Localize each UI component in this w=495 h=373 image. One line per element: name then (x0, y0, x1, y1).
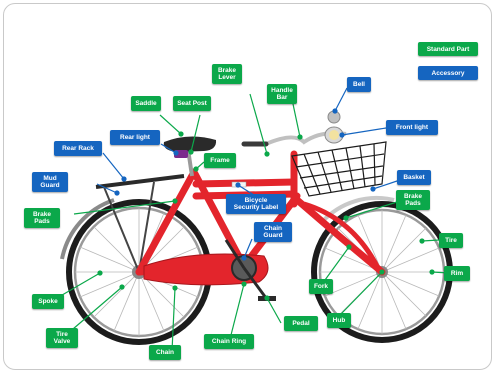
label-fork: Fork (309, 279, 333, 294)
rear-rack (96, 176, 184, 272)
label-front-light: Front light (386, 120, 438, 135)
legend-accessory: Accessory (418, 66, 478, 80)
diagram-frame: Standard Part Accessory Brake Lever Hand… (3, 3, 492, 370)
label-spoke: Spoke (32, 294, 64, 309)
label-mud-guard: Mud Guard (32, 172, 68, 192)
label-chain-guard: Chain Guard (254, 222, 292, 242)
label-tire-valve: Tire Valve (46, 328, 78, 348)
label-handle-bar: Handle Bar (267, 84, 297, 104)
label-brake-pads-rear: Brake Pads (24, 208, 60, 228)
label-chain: Chain (149, 345, 181, 360)
legend-standard-part: Standard Part (418, 42, 478, 56)
label-bell: Bell (347, 77, 371, 92)
label-brake-lever: Brake Lever (212, 64, 242, 84)
label-rear-light: Rear light (110, 130, 160, 145)
label-rear-rack: Rear Rack (54, 141, 102, 156)
label-bicycle-security-label: Bicycle Security Label (226, 194, 286, 214)
label-chain-ring: Chain Ring (204, 334, 254, 349)
label-hub: Hub (327, 313, 351, 328)
bicycle-illustration (4, 4, 491, 369)
label-seat-post: Seat Post (173, 96, 211, 111)
label-rim: Rim (444, 266, 470, 281)
label-saddle: Saddle (131, 96, 161, 111)
label-basket: Basket (397, 170, 431, 185)
label-tire: Tire (439, 233, 463, 248)
label-pedal: Pedal (284, 316, 318, 331)
label-brake-pads-front: Brake Pads (396, 190, 430, 210)
label-frame: Frame (204, 153, 236, 168)
